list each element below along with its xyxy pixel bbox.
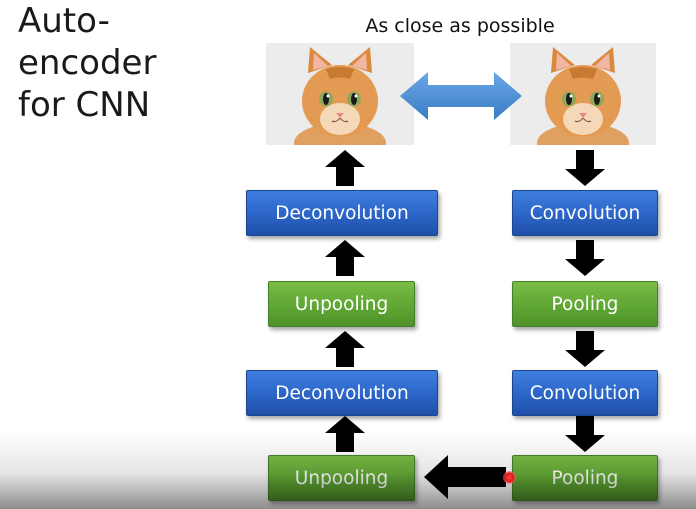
input-kitten-image [510,43,656,145]
down-arrow-icon [565,331,605,367]
up-arrow-icon [325,416,365,452]
caption-as-close-as-possible: As close as possible [365,15,555,37]
decoder-unpooling-bottom-label: Unpooling [294,467,389,489]
encoder-convolution-lower-label: Convolution [529,382,641,404]
down-arrow-icon [565,150,605,186]
decoder-unpooling-upper-label: Unpooling [294,293,389,315]
up-arrow-icon [325,240,365,276]
slide-title-line2: encoder [18,43,157,83]
decoder-unpooling-upper-box: Unpooling [268,281,415,327]
down-arrow-icon [565,240,605,276]
decoder-unpooling-bottom-box: Unpooling [268,455,415,501]
slide-title-line1: Auto- [18,1,110,41]
compare-double-arrow [398,70,524,122]
left-arrow-icon [424,455,506,499]
encoder-pooling-bottom-label: Pooling [551,467,619,489]
encoder-convolution-top-box: Convolution [512,190,658,236]
encoder-pooling-bottom-box: Pooling [512,455,658,501]
down-arrow-icon [565,416,605,452]
output-kitten-image [266,43,414,145]
up-arrow-icon [325,331,365,367]
slide-title-line3: for CNN [18,85,151,125]
encoder-pooling-upper-box: Pooling [512,281,658,327]
laser-pointer-dot [503,471,516,484]
slide-title: Auto- encoder for CNN [18,0,156,126]
encoder-convolution-top-label: Convolution [529,202,641,224]
encoder-convolution-lower-box: Convolution [512,370,658,416]
decoder-deconvolution-lower-box: Deconvolution [246,370,438,416]
decoder-deconvolution-lower-label: Deconvolution [275,382,409,404]
decoder-deconvolution-top-box: Deconvolution [246,190,438,236]
decoder-deconvolution-top-label: Deconvolution [275,202,409,224]
encoder-pooling-upper-label: Pooling [551,293,619,315]
up-arrow-icon [325,150,365,186]
